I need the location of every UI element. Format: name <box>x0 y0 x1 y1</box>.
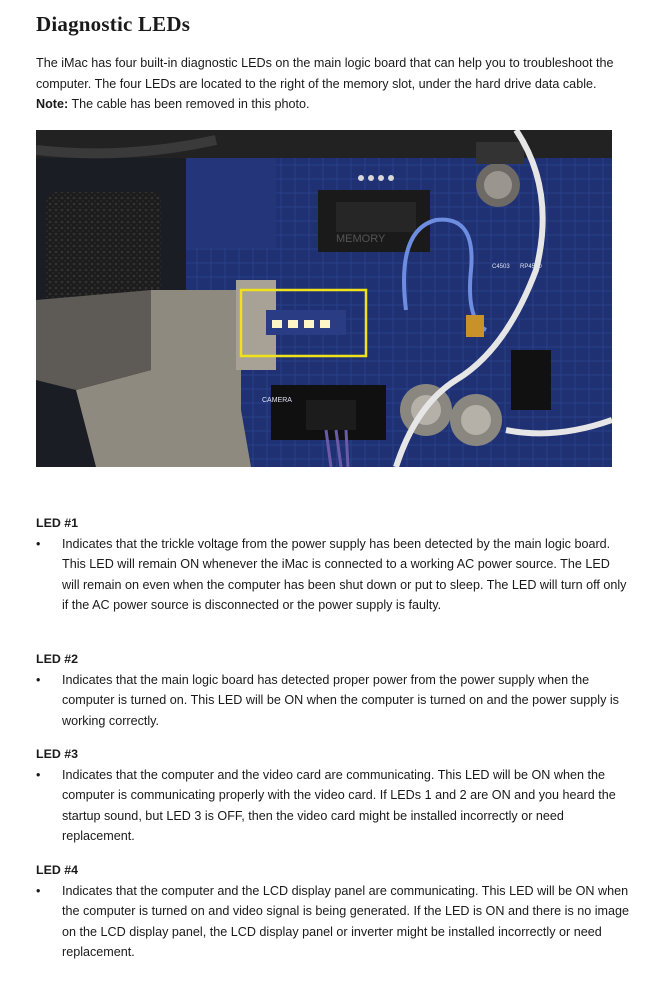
photo-label-c4503: C4503 <box>492 264 510 270</box>
photo-label-memory: MEMORY <box>336 233 386 245</box>
intro-paragraph: The iMac has four built-in diagnostic LE… <box>36 53 616 115</box>
note-text: The cable has been removed in this photo… <box>68 97 310 111</box>
bullet-icon: • <box>36 768 41 782</box>
intro-text: The iMac has four built-in diagnostic LE… <box>36 56 614 91</box>
photo-label-camera: CAMERA <box>262 397 292 404</box>
led-1-heading: LED #1 <box>36 516 79 530</box>
led-3-heading: LED #3 <box>36 747 79 761</box>
note-label: Note: <box>36 97 69 111</box>
bullet-icon: • <box>36 673 41 687</box>
led-4-heading: LED #4 <box>36 863 79 877</box>
led-2-heading: LED #2 <box>36 652 79 666</box>
led-1-text: Indicates that the trickle voltage from … <box>62 537 627 613</box>
page-title: Diagnostic LEDs <box>36 12 191 36</box>
bullet-icon: • <box>36 884 41 898</box>
logic-board-photo: C4503 RP4500 CAMERA MEMORY <box>36 130 612 467</box>
led-4-text: Indicates that the computer and the LCD … <box>62 884 630 960</box>
photo-label-rp4500: RP4500 <box>520 264 542 270</box>
bullet-icon: • <box>36 537 41 551</box>
led-3-text: Indicates that the computer and the vide… <box>62 768 616 844</box>
led-2-text: Indicates that the main logic board has … <box>62 673 619 728</box>
